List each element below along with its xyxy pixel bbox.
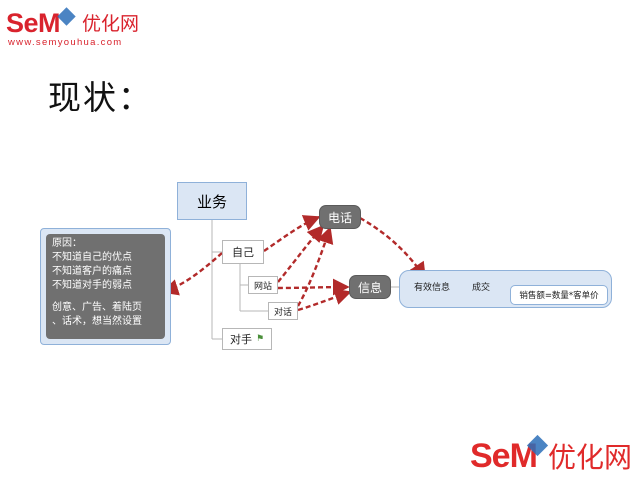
reason-line: 、话术，想当然设置 xyxy=(52,316,142,327)
arrow-website-to-phone xyxy=(277,224,325,283)
logo-brand-text: SeM xyxy=(6,8,61,38)
logo-url: www.semyouhua.com xyxy=(8,37,123,48)
logo-bottom-brand-text: SeM xyxy=(470,437,538,475)
logo-brand-cn: 优化网 xyxy=(82,13,140,35)
arrow-self-to-reason xyxy=(161,252,223,296)
logo-bottom-brand-cn: 优化网 xyxy=(548,441,633,474)
rival-label: 对手 xyxy=(229,333,252,346)
page-title: 现状： xyxy=(48,78,153,117)
reason-callout: 原因： 不知道自己的优点 不知道客户的痛点 不知道对手的弱点 创意、广告、着陆页… xyxy=(40,228,171,345)
reason-spacer xyxy=(52,293,159,301)
tree-lines xyxy=(211,220,412,340)
arrow-dialog-to-phone xyxy=(296,226,334,307)
arrow-phone-to-effect xyxy=(359,216,427,280)
website-node: 网站 xyxy=(248,276,278,294)
effective-info-label: 有效信息 xyxy=(414,283,451,293)
flag-icon: ⚑ xyxy=(255,333,265,344)
reason-line: 原因： xyxy=(52,238,82,249)
website-label: 网站 xyxy=(253,281,272,292)
reason-line: 不知道对手的弱点 xyxy=(52,280,132,291)
deal-label: 成交 xyxy=(472,283,491,293)
dialog-label: 对话 xyxy=(273,307,292,318)
arrow-website-to-info xyxy=(277,278,350,296)
sales-formula-node: 销售额=数量*客单价 xyxy=(510,285,608,305)
effect-callout: 有效信息 成交 销售额=数量*客单价 xyxy=(399,270,612,308)
reason-line: 创意、广告、着陆页 xyxy=(52,302,142,313)
info-node: 信息 xyxy=(350,276,390,298)
brand-logo-bottom: SeM 优化网 xyxy=(470,432,638,476)
brand-logo-top: SeM 优化网 www.semyouhua.com xyxy=(4,7,174,48)
reason-line: 不知道客户的痛点 xyxy=(52,266,132,277)
dialog-node: 对话 xyxy=(268,302,298,320)
rival-node: 对手 ⚑ xyxy=(222,328,272,350)
phone-node: 电话 xyxy=(320,206,360,228)
business-node: 业务 xyxy=(177,182,247,220)
arrow-dialog-to-info xyxy=(297,288,352,312)
arrow-self-to-phone xyxy=(263,215,321,252)
reason-panel: 原因： 不知道自己的优点 不知道客户的痛点 不知道对手的弱点 创意、广告、着陆页… xyxy=(46,234,165,339)
self-node: 自己 xyxy=(222,240,264,264)
reason-line: 不知道自己的优点 xyxy=(52,252,132,263)
self-label: 自己 xyxy=(232,246,254,259)
